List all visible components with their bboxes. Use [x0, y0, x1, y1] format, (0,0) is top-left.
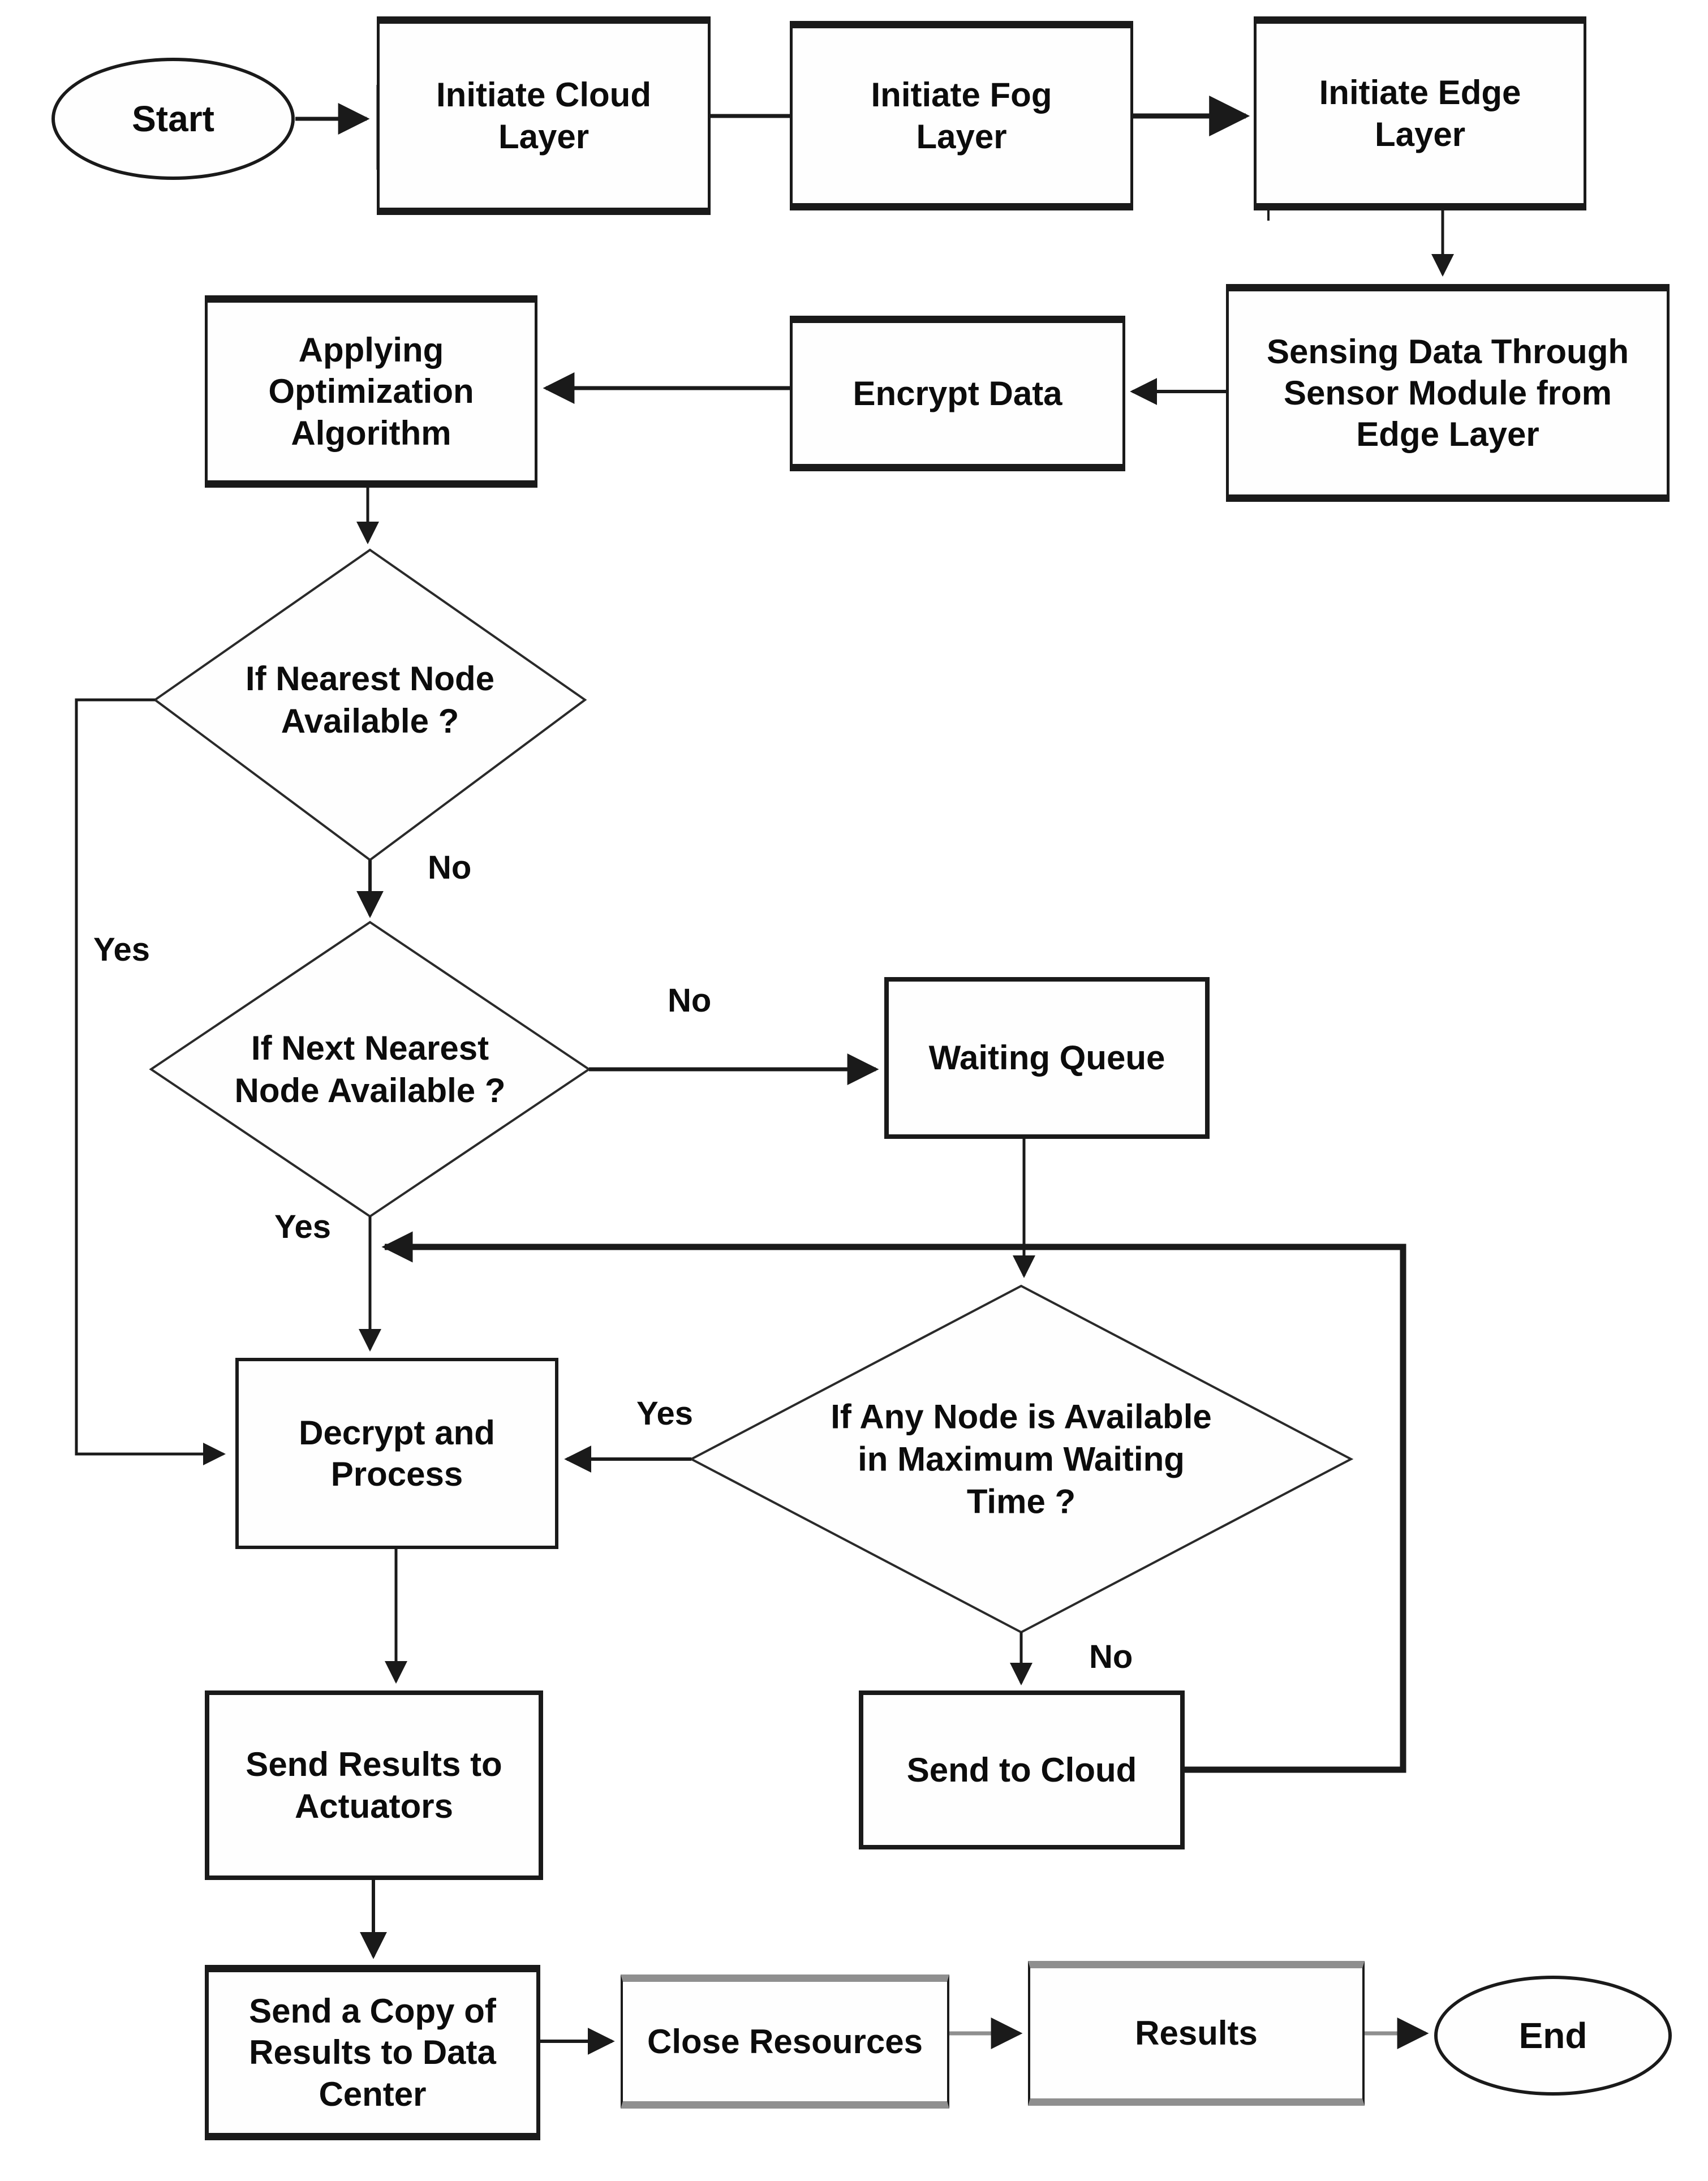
initiate-fog-layer-label: Initiate Fog Layer: [871, 76, 1052, 156]
branch-label-any-node-no: No: [1089, 1638, 1133, 1675]
any-node-decision-label: If Any Node is Available in Maximum Wait…: [831, 1397, 1212, 1521]
sensing-data-label: Sensing Data Through Sensor Module from …: [1266, 332, 1629, 454]
node-decrypt-and-process: Decrypt and Process: [235, 1358, 558, 1549]
node-applying-optimization: Applying Optimization Algorithm: [205, 295, 537, 488]
start-label: Start: [132, 98, 214, 139]
node-results: Results: [1028, 1961, 1365, 2106]
send-to-cloud-label: Send to Cloud: [906, 1750, 1137, 1789]
node-initiate-fog-layer: Initiate Fog Layer: [790, 21, 1133, 210]
branch-label-next-nearest-no: No: [668, 982, 712, 1019]
decrypt-and-process-label: Decrypt and Process: [299, 1413, 495, 1493]
end-label: End: [1518, 2015, 1587, 2056]
send-copy-to-data-center-label: Send a Copy of Results to Data Center: [249, 1992, 496, 2113]
edge-nearest-yes-to-decrypt: [75, 698, 226, 1465]
results-label: Results: [1135, 2014, 1258, 2053]
node-initiate-cloud-layer: Initiate Cloud Layer: [377, 16, 711, 215]
branch-label-nearest-no: No: [428, 849, 472, 886]
branch-label-nearest-yes: Yes: [93, 931, 150, 968]
send-results-to-actuators-label: Send Results to Actuators: [246, 1745, 502, 1825]
close-resources-label: Close Resources: [647, 2022, 923, 2060]
initiate-cloud-layer-label: Initiate Cloud Layer: [436, 76, 651, 156]
node-send-to-cloud: Send to Cloud: [859, 1690, 1185, 1849]
node-close-resources: Close Resources: [621, 1974, 949, 2109]
node-initiate-edge-layer: Initiate Edge Layer: [1254, 16, 1586, 210]
edge-send-cloud-loop-back: [381, 1231, 1406, 1773]
applying-optimization-label: Applying Optimization Algorithm: [268, 331, 474, 452]
node-sensing-data: Sensing Data Through Sensor Module from …: [1226, 284, 1670, 502]
nearest-node-decision-label: If Nearest Node Available ?: [245, 660, 495, 740]
branch-label-next-nearest-yes: Yes: [274, 1208, 331, 1245]
next-nearest-node-decision-label: If Next Nearest Node Available ?: [234, 1029, 506, 1109]
waiting-queue-label: Waiting Queue: [928, 1039, 1165, 1077]
node-start: Start: [51, 58, 295, 180]
node-end: End: [1434, 1976, 1672, 2096]
branch-label-any-node-yes: Yes: [636, 1395, 693, 1432]
node-waiting-queue: Waiting Queue: [884, 977, 1210, 1139]
node-encrypt-data: Encrypt Data: [790, 316, 1125, 471]
node-send-results-to-actuators: Send Results to Actuators: [205, 1690, 543, 1880]
node-send-copy-to-data-center: Send a Copy of Results to Data Center: [205, 1965, 540, 2140]
encrypt-data-label: Encrypt Data: [853, 374, 1062, 412]
initiate-edge-layer-label: Initiate Edge Layer: [1319, 74, 1521, 153]
